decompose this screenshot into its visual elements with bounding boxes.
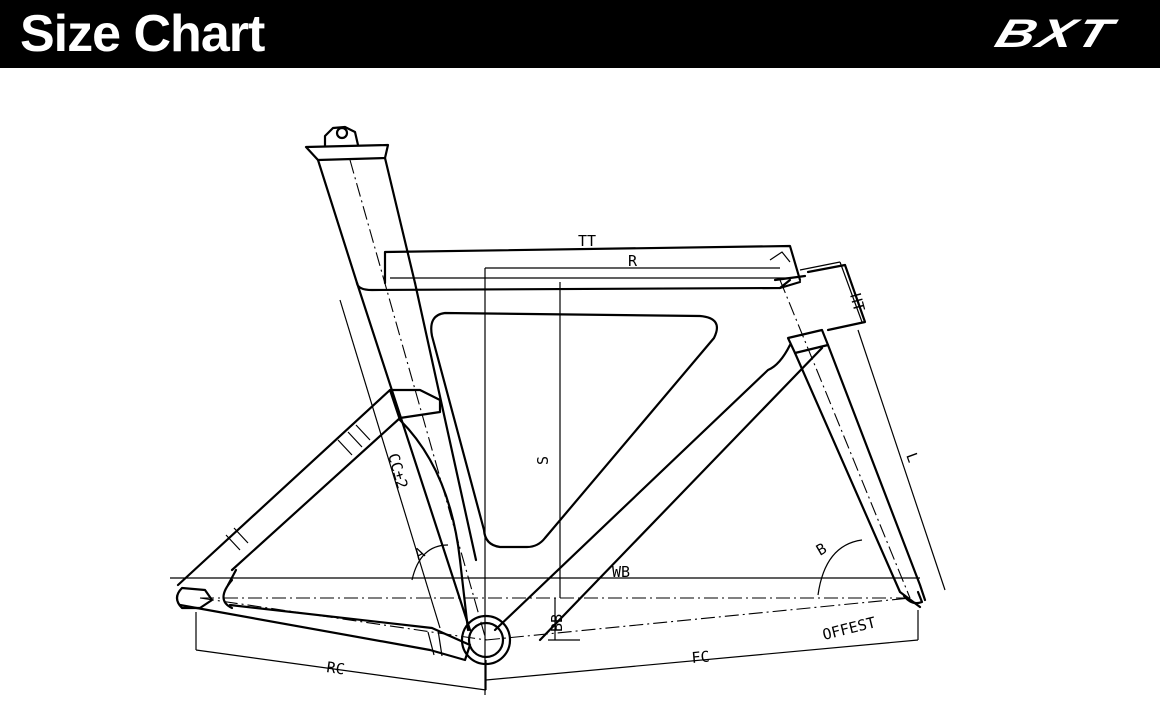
header-bar: Size Chart BXT xyxy=(0,0,1160,68)
main-triangle-window xyxy=(430,311,718,549)
label-cc: CC±2 xyxy=(384,451,411,491)
frame-geometry-diagram: TT R HT S CC±2 WB BB RC FC OFFEST L A B xyxy=(170,125,946,695)
label-tt: TT xyxy=(578,232,596,250)
label-offset: OFFEST xyxy=(821,613,878,644)
down-tube xyxy=(493,343,824,642)
label-l: L xyxy=(902,450,922,465)
label-angle-b: B xyxy=(813,539,830,559)
label-ht: HT xyxy=(846,291,868,313)
center-lines xyxy=(170,159,946,695)
label-fc: FC xyxy=(691,647,711,667)
seatpost xyxy=(316,156,417,285)
label-r: R xyxy=(628,252,638,270)
label-bb: BB xyxy=(548,614,566,632)
dimension-labels: TT R HT S CC±2 WB BB RC FC OFFEST L A B xyxy=(325,232,922,678)
brand-logo-text: BXT xyxy=(989,12,1121,56)
chain-stay xyxy=(175,578,472,662)
label-s: S xyxy=(534,456,552,465)
seat-tube xyxy=(355,281,478,632)
label-wb: WB xyxy=(612,563,630,581)
seatpost-clamp xyxy=(304,125,390,162)
label-rc: RC xyxy=(325,658,345,678)
brand-logo: BXT xyxy=(960,8,1150,60)
page-title: Size Chart xyxy=(20,5,265,63)
seat-stay xyxy=(176,388,470,632)
